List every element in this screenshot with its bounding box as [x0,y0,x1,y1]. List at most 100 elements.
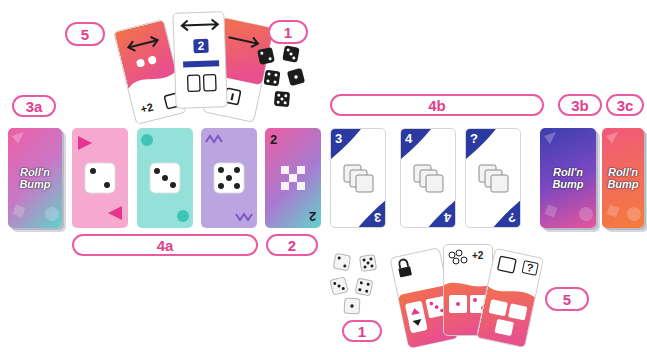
callout-number: 5 [65,22,105,46]
pattern-shape [45,207,59,221]
checker-square [289,174,297,182]
pip [366,261,369,264]
pip [333,282,337,286]
checker-square [281,166,289,174]
circle-mark [141,134,153,146]
card-face [201,128,257,228]
die [282,45,299,62]
white-dice [330,253,377,314]
callout-number: 1 [268,20,308,44]
card-deck: Roll'n Bump [540,128,596,228]
reference-card: 2 [172,11,227,109]
card-icon [204,74,217,90]
die-card [72,128,128,228]
callout-number: 3b [558,94,602,116]
pip [362,258,365,261]
lock-icon [399,259,408,268]
corner-band [466,129,496,159]
card-art [173,12,227,109]
pip [162,175,168,181]
corner-band [331,129,361,159]
pip [292,56,295,59]
corner-band [357,199,386,228]
callout-number: 1 [284,25,292,40]
pattern-shape [544,132,556,144]
pip [435,305,439,309]
card-label: 4 [444,211,451,224]
number-card: 22 [265,128,321,228]
die-body [282,45,299,62]
callout-number: 3c [617,98,634,113]
pip [226,175,232,181]
pip [365,289,369,293]
die-body [330,277,348,295]
card-icon [498,256,517,273]
callout-number: 4b [330,94,544,116]
number-card: 44 [400,128,456,228]
pip [343,264,346,267]
die [274,91,290,107]
pip [284,101,287,104]
die [344,298,360,314]
card-face [72,128,128,228]
die-body [355,278,373,296]
pattern-shape [607,205,620,218]
triangle-mark [78,136,92,150]
number-card: ?? [465,128,521,228]
die [330,277,348,295]
card-label: 3 [374,211,381,224]
pip [429,301,433,305]
pip [289,52,292,55]
die [333,253,350,270]
pip [90,168,96,174]
card-deck: Roll'n Bump [8,128,62,228]
checker-square [297,166,305,174]
pattern-shape [579,207,593,221]
die [264,70,281,87]
pip [286,48,289,51]
pip [294,75,298,79]
card-stack-icon [426,175,443,192]
pip [234,183,240,189]
card-stack-icon [491,175,508,192]
pip [456,302,460,306]
card-icon [188,75,201,91]
pip [284,94,287,97]
lock-icon [398,266,412,277]
card-label: 2 [309,210,316,223]
circle-mark [177,210,189,222]
die-body [287,68,305,86]
die [257,47,275,65]
pattern-shape [545,205,558,218]
callout-number: 3b [571,98,589,113]
pip [366,283,370,287]
card-label: 3 [335,132,342,145]
callout-number: 3c [606,94,644,116]
card-label: +2 [140,101,155,115]
pip [104,182,110,188]
callout-number: 5 [563,292,571,307]
callout-number: 1 [342,320,382,342]
pattern-shape [606,132,618,144]
die [360,255,377,272]
pip [473,298,477,302]
zigzag-mark [236,214,252,220]
black-dice [257,45,305,107]
arrow-up [410,307,420,315]
dice-box [449,295,467,313]
dot-icon [136,58,146,68]
card-band [477,285,537,348]
pattern-shape [627,207,641,221]
checker-square [281,182,289,190]
checker-square [297,182,305,190]
card-label: Roll'n Bump [10,166,60,190]
die [287,68,305,86]
die [355,278,373,296]
card-face [137,128,193,228]
pip [266,79,269,82]
die-card [137,128,193,228]
pip [267,72,270,75]
die-body [344,298,360,314]
callout-number: 2 [288,238,296,253]
